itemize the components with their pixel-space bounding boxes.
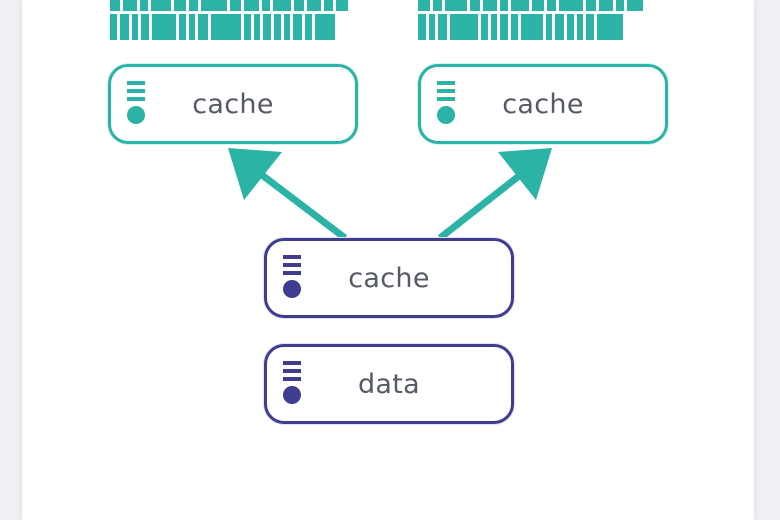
data-stream-left-row-2 [110, 14, 335, 40]
arrow-to-top-left-cache [255, 169, 348, 241]
server-icon [283, 255, 301, 298]
server-icon [127, 81, 145, 124]
server-icon [437, 81, 455, 124]
data-stream-left-row-1 [110, 0, 348, 11]
data-stream-right-row-2 [418, 14, 623, 40]
arrow-to-top-right-cache [437, 169, 527, 241]
cache-node-top-right: cache [418, 64, 668, 144]
data-stream-right [418, 0, 668, 40]
data-node-bottom: data [264, 344, 514, 424]
data-stream-right-row-1 [418, 0, 643, 11]
arrowhead-left [228, 148, 282, 200]
cache-label: cache [502, 88, 584, 120]
cache-label: cache [348, 262, 430, 294]
server-icon [283, 361, 301, 404]
arrowhead-right [498, 148, 552, 200]
cache-node-middle: cache [264, 238, 514, 318]
data-stream-left [110, 0, 360, 40]
cache-node-top-left: cache [108, 64, 358, 144]
cache-label: cache [192, 88, 274, 120]
data-label: data [357, 368, 421, 400]
